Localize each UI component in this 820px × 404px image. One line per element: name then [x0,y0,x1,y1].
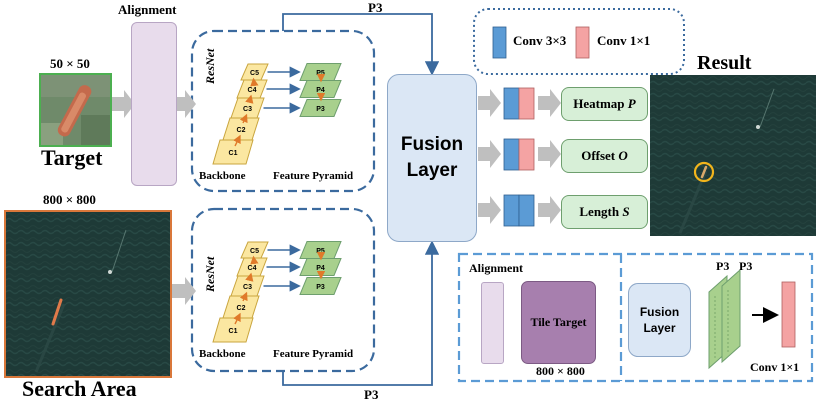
target-image [39,73,112,147]
backbone-label-top: Backbone [199,170,246,182]
head-length: Length S [561,195,648,229]
backbone-bottom-block-c2 [222,295,260,319]
backbone-bottom-c-arrow-1 [233,312,241,325]
backbone-top-c-arrow-3 [245,94,254,104]
search-image [4,210,172,378]
legend-conv3-label: Conv 3×3 [513,33,567,48]
resnet-label-bottom: ResNet [203,256,217,292]
result-image [650,75,816,236]
detail-conv-block [781,281,796,348]
backbone-bottom-c-arrow-3 [245,272,254,282]
legend-conv3-swatch [492,26,507,59]
backbone-bottom-label-p5: P5 [316,248,325,255]
backbone-frame-top [190,29,376,193]
backbone-top-label-c1: C1 [229,150,238,157]
p3-label-top: P3 [368,0,383,15]
head-offset: Offset O [561,139,648,173]
backbone-top-label-c2: C2 [237,127,246,134]
backbone-top-block-c2 [222,117,260,141]
pyramid-label-bottom: Feature Pyramid [273,348,354,360]
detail-frame [457,252,814,383]
backbone-top-block-c1 [212,139,254,165]
search-size: 800 × 800 [43,192,96,207]
backbone-bottom-label-p4: P4 [316,265,325,272]
backbone-bottom-label-c2: C2 [237,305,246,312]
backbone-top-label-c5: C5 [250,70,259,77]
fusion-layer: Fusion Layer [387,74,477,242]
backbone-top-label-c3: C3 [243,106,252,113]
alignment-block [131,22,177,186]
detail-tile-target: Tile Target [521,281,596,364]
detail-tile-size: 800 × 800 [536,364,585,378]
detail-p3-a: P3 [716,259,730,273]
detail-alignment-label: Alignment [469,261,523,275]
fusion-line1: Fusion [400,134,464,155]
backbone-label-bottom: Backbone [199,348,246,360]
backbone-bottom-block-c3 [230,275,265,297]
p3-connector-top [282,13,440,76]
backbone-bottom-label-c1: C1 [229,328,238,335]
backbone-bottom-label-c4: C4 [248,265,257,272]
backbone-bottom-block-c1 [212,317,254,343]
backbone-top-label-p3: P3 [316,106,325,113]
detail-p3-b: P3 [739,259,753,273]
result-label: Result [697,52,752,74]
p3-label-bottom: P3 [364,387,379,402]
detail-conv-label: Conv 1×1 [750,360,800,374]
backbone-top-block-p3 [299,99,342,117]
backbone-bottom-label-c5: C5 [250,248,259,255]
detail-fusion-layer: Fusion Layer [628,283,691,357]
detail-p3-stack [708,268,741,370]
detail-alignment-block [481,282,504,364]
legend-conv1-label: Conv 1×1 [597,33,651,48]
resnet-label-top: ResNet [203,48,217,84]
backbone-top-label-p4: P4 [316,87,325,94]
backbone-bottom-c-arrow-2 [239,291,248,302]
target-label: Target [41,145,103,170]
fusion-line2: Layer [406,160,458,181]
backbone-bottom-label-p3: P3 [316,284,325,291]
legend-frame [473,8,685,75]
alignment-label: Alignment [118,2,177,17]
backbone-bottom-block-p3 [299,277,342,295]
backbone-top-label-c4: C4 [248,87,257,94]
p3-connector-bottom [282,240,440,386]
pyramid-label-top: Feature Pyramid [273,170,354,182]
backbone-bottom-label-c3: C3 [243,284,252,291]
target-size: 50 × 50 [50,56,90,71]
gray-arrows [111,89,561,305]
backbone-bottom-c-arrow-4 [250,255,259,265]
backbone-top-block-c3 [230,97,265,119]
backbone-top-c-arrow-1 [233,134,241,147]
legend-conv1-swatch [575,26,590,59]
head-conv-blocks [503,87,535,227]
search-label: Search Area [22,376,137,401]
backbone-top-label-p5: P5 [316,70,325,77]
head-heatmap: Heatmap P [561,87,648,121]
backbone-top-c-arrow-2 [239,113,248,124]
backbone-top-c-arrow-4 [250,77,259,87]
